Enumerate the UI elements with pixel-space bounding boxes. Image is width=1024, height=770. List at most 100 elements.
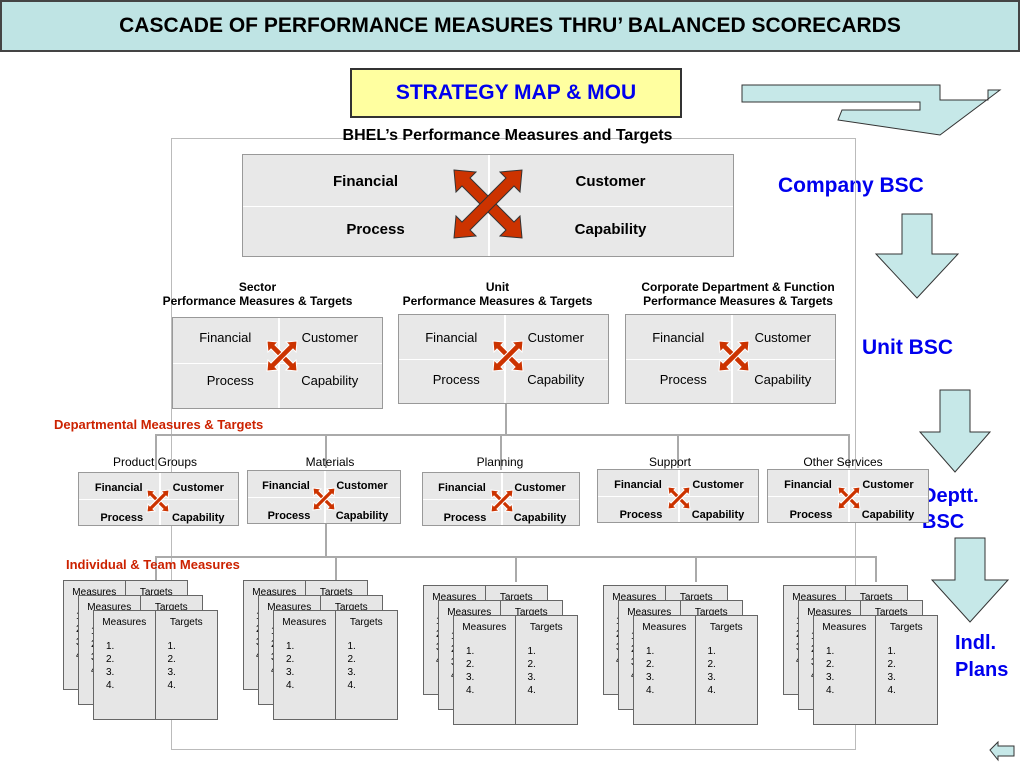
targets-header: Targets xyxy=(169,617,203,628)
targets-header: Targets xyxy=(139,587,173,598)
company-customer: Customer xyxy=(575,173,646,190)
sheet-item: 2. xyxy=(826,659,835,670)
sheet-item: 2. xyxy=(527,659,536,670)
sheet-item: 2. xyxy=(347,654,356,665)
sheet-item: 1. xyxy=(286,641,295,652)
dept-title-product-groups: Product Groups xyxy=(112,455,198,469)
sheet-item: 3. xyxy=(347,667,356,678)
indl-plans-label: Indl. Plans xyxy=(955,632,1009,681)
unit-bsc-label: Unit BSC xyxy=(862,336,953,359)
down-arrow-1 xyxy=(874,213,960,299)
down-arrow-3 xyxy=(930,537,1010,623)
sheet-item: 4. xyxy=(106,680,115,691)
sheet-item: 1. xyxy=(466,646,475,657)
targets-header: Targets xyxy=(499,592,533,603)
company-bsc-label: Company BSC xyxy=(778,174,924,197)
dept-cross-icon-3 xyxy=(490,489,514,513)
sheet-item: 4. xyxy=(466,685,475,696)
down-arrow-2 xyxy=(918,389,992,473)
measures-targets-sheet: Measures 1. 2. 3. 4. Targets 1. 2. 3. 4. xyxy=(813,615,938,725)
measures-header: Measures xyxy=(72,587,117,598)
sheet-item: 4. xyxy=(826,685,835,696)
sheet-item: 3. xyxy=(826,672,835,683)
measures-header: Measures xyxy=(102,617,147,628)
back-arrow xyxy=(989,740,1015,762)
targets-header: Targets xyxy=(874,607,908,618)
deptt-bsc-label: Deptt. BSC xyxy=(922,485,979,533)
sheet-item: 3. xyxy=(466,672,475,683)
sheet-item: 2. xyxy=(466,659,475,670)
bent-arrow-top xyxy=(741,84,1002,136)
sheet-item: 4. xyxy=(527,685,536,696)
company-cross-arrows-icon xyxy=(453,169,523,239)
sheet-item: 1. xyxy=(167,641,176,652)
sheet-item: 1. xyxy=(826,646,835,657)
measures-header: Measures xyxy=(807,607,852,618)
targets-header: Targets xyxy=(679,592,713,603)
measures-header: Measures xyxy=(822,622,867,633)
cascade-arrows xyxy=(741,84,1015,762)
dept-title-materials: Materials xyxy=(305,455,355,469)
sheet-item: 1. xyxy=(106,641,115,652)
measures-header: Measures xyxy=(267,602,312,613)
targets-header: Targets xyxy=(709,622,743,633)
sheet-item: 1. xyxy=(347,641,356,652)
sheet-item: 1. xyxy=(646,646,655,657)
targets-header: Targets xyxy=(529,622,563,633)
departmental-label: Departmental Measures & Targets xyxy=(54,417,264,432)
measures-header: Measures xyxy=(612,592,657,603)
targets-header: Targets xyxy=(514,607,548,618)
sheet-item: 4. xyxy=(887,685,896,696)
sheet-item: 2. xyxy=(286,654,295,665)
measures-header: Measures xyxy=(447,607,492,618)
individual-label: Individual & Team Measures xyxy=(66,557,240,572)
measures-targets-sheet: Measures 1. 2. 3. 4. Targets 1. 2. 3. 4. xyxy=(273,610,398,720)
strategy-map-box: STRATEGY MAP & MOU xyxy=(350,68,682,118)
sheet-item: 2. xyxy=(707,659,716,670)
company-financial: Financial xyxy=(332,173,399,190)
corporate-cross-icon xyxy=(718,340,750,372)
dept-cross-icon-4 xyxy=(667,486,691,510)
sheet-item: 1. xyxy=(887,646,896,657)
dept-title-other-services: Other Services xyxy=(803,455,883,469)
dept-title-planning: Planning xyxy=(476,455,524,469)
sheet-item: 3. xyxy=(527,672,536,683)
diagram-frame xyxy=(171,138,856,750)
sheet-item: 4. xyxy=(167,680,176,691)
sheet-item: 4. xyxy=(347,680,356,691)
targets-header: Targets xyxy=(319,587,353,598)
measures-header: Measures xyxy=(282,617,327,628)
measures-header: Measures xyxy=(432,592,477,603)
measures-header: Measures xyxy=(252,587,297,598)
sheet-item: 1. xyxy=(707,646,716,657)
unit-cross-icon xyxy=(492,340,524,372)
dept-cross-icon-5 xyxy=(837,486,861,510)
sheet-item: 3. xyxy=(286,667,295,678)
sheet-item: 2. xyxy=(167,654,176,665)
sheet-item: 3. xyxy=(887,672,896,683)
measures-header: Measures xyxy=(642,622,687,633)
dept-title-support: Support xyxy=(648,455,692,469)
dept-cross-icon-1 xyxy=(146,489,170,513)
measures-header: Measures xyxy=(792,592,837,603)
targets-header: Targets xyxy=(349,617,383,628)
slide-title: CASCADE OF PERFORMANCE MEASURES THRU’ BA… xyxy=(0,0,1020,52)
sheet-item: 4. xyxy=(707,685,716,696)
main-chart-title: BHEL’s Performance Measures and Targets xyxy=(342,127,673,144)
sheet-item: 3. xyxy=(646,672,655,683)
targets-header: Targets xyxy=(889,622,923,633)
sheet-item: 2. xyxy=(646,659,655,670)
company-process: Process xyxy=(346,221,405,238)
sheet-item: 2. xyxy=(106,654,115,665)
sheet-item: 3. xyxy=(167,667,176,678)
dept-cross-icon-2 xyxy=(312,487,336,511)
sheet-item: 4. xyxy=(286,680,295,691)
targets-header: Targets xyxy=(859,592,893,603)
measures-header: Measures xyxy=(462,622,507,633)
sheet-item: 2. xyxy=(887,659,896,670)
